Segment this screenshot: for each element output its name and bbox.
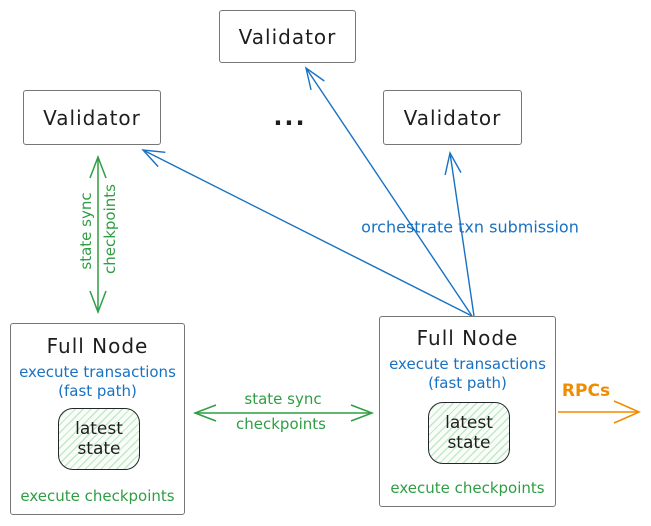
rpcs-label: RPCs <box>561 381 611 401</box>
latest-state-line2: state <box>77 439 121 459</box>
full-node-right-subtitle-2: (fast path) <box>428 374 507 392</box>
full-node-right-subtitle-1: execute transactions <box>389 355 546 373</box>
validator-top-box: Validator <box>219 10 356 63</box>
full-node-left-latest-state-box: latest state <box>58 408 140 470</box>
validators-ellipsis: ... <box>273 103 307 131</box>
validator-right-box: Validator <box>383 90 522 145</box>
full-node-left-footer: execute checkpoints <box>20 487 175 505</box>
full-node-right-box: Full Node execute transactions (fast pat… <box>379 316 556 507</box>
state-sync-left-label-line2: checkpoints <box>101 184 119 274</box>
validator-right-label: Validator <box>403 105 502 130</box>
state-sync-left-label-line1: state sync <box>77 192 95 270</box>
full-node-left-subtitle-1: execute transactions <box>19 363 176 381</box>
latest-state-line1: latest <box>75 419 123 439</box>
full-node-right-latest-state-box: latest state <box>428 402 510 464</box>
validator-top-label: Validator <box>238 24 337 49</box>
full-node-left-title: Full Node <box>46 334 149 358</box>
latest-state-line2: state <box>447 433 491 453</box>
orchestrate-txn-label: orchestrate txn submission <box>361 217 579 237</box>
full-node-left-box: Full Node execute transactions (fast pat… <box>10 323 185 515</box>
state-sync-middle-label-line2: checkpoints <box>236 415 326 433</box>
validator-left-box: Validator <box>23 90 161 145</box>
full-node-left-subtitle-2: (fast path) <box>58 382 137 400</box>
validator-left-label: Validator <box>43 105 141 130</box>
state-sync-middle-label-line1: state sync <box>244 390 322 408</box>
full-node-right-title: Full Node <box>416 326 519 350</box>
full-node-right-footer: execute checkpoints <box>390 479 545 497</box>
latest-state-line1: latest <box>445 413 493 433</box>
